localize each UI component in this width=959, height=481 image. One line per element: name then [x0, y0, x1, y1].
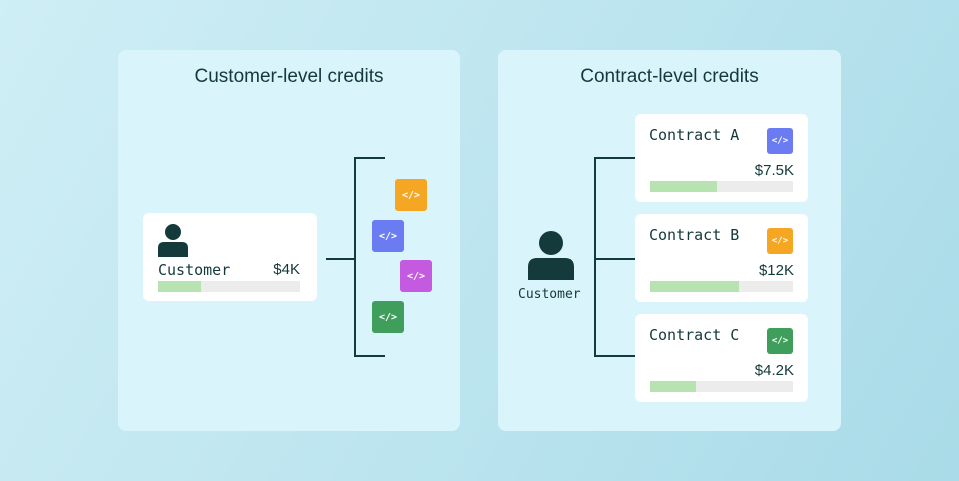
contract-name: Contract B	[649, 226, 740, 244]
branch-line-b	[594, 258, 635, 260]
user-icon	[158, 224, 188, 257]
code-icon: </>	[400, 260, 432, 292]
code-icon: </>	[767, 228, 793, 254]
credit-bar-fill	[158, 281, 201, 292]
user-icon	[528, 231, 574, 280]
credit-bar-fill	[650, 281, 739, 292]
panel-title: Customer-level credits	[194, 66, 384, 87]
credit-bar	[650, 181, 793, 192]
credit-bar-fill	[650, 381, 696, 392]
contract-amount: $4.2K	[754, 362, 794, 379]
contract-name: Contract A	[649, 126, 740, 144]
branch-line-c	[594, 355, 635, 357]
panel-title: Contract-level credits	[580, 66, 759, 87]
bracket-top	[354, 157, 385, 159]
credit-bar	[158, 281, 300, 292]
contract-level-panel: Contract-level credits Customer Contract…	[498, 50, 841, 431]
customer-level-panel: Customer-level credits Customer $4K </> <…	[118, 50, 460, 431]
contract-card-c: Contract C </> $4.2K	[635, 314, 808, 402]
contract-name: Contract C	[649, 326, 740, 344]
branch-line-a	[594, 157, 635, 159]
credit-bar-fill	[650, 181, 718, 192]
credit-bar	[650, 381, 793, 392]
contract-card-a: Contract A </> $7.5K	[635, 114, 808, 202]
contract-amount: $12K	[758, 262, 794, 279]
code-icon: </>	[767, 128, 793, 154]
code-icon: </>	[372, 301, 404, 333]
customer-card: Customer $4K	[143, 213, 317, 301]
customer-amount: $4K	[273, 261, 300, 278]
contract-amount: $7.5K	[754, 162, 794, 179]
code-icon: </>	[395, 179, 427, 211]
code-icon: </>	[767, 328, 793, 354]
credit-bar	[650, 281, 793, 292]
customer-label: Customer	[158, 261, 231, 279]
customer-label: Customer	[518, 287, 581, 302]
bracket-line	[354, 157, 356, 357]
connector-line	[326, 258, 355, 260]
contract-card-b: Contract B </> $12K	[635, 214, 808, 302]
code-icon: </>	[372, 220, 404, 252]
bracket-bottom	[354, 355, 385, 357]
bracket-line	[594, 157, 596, 357]
